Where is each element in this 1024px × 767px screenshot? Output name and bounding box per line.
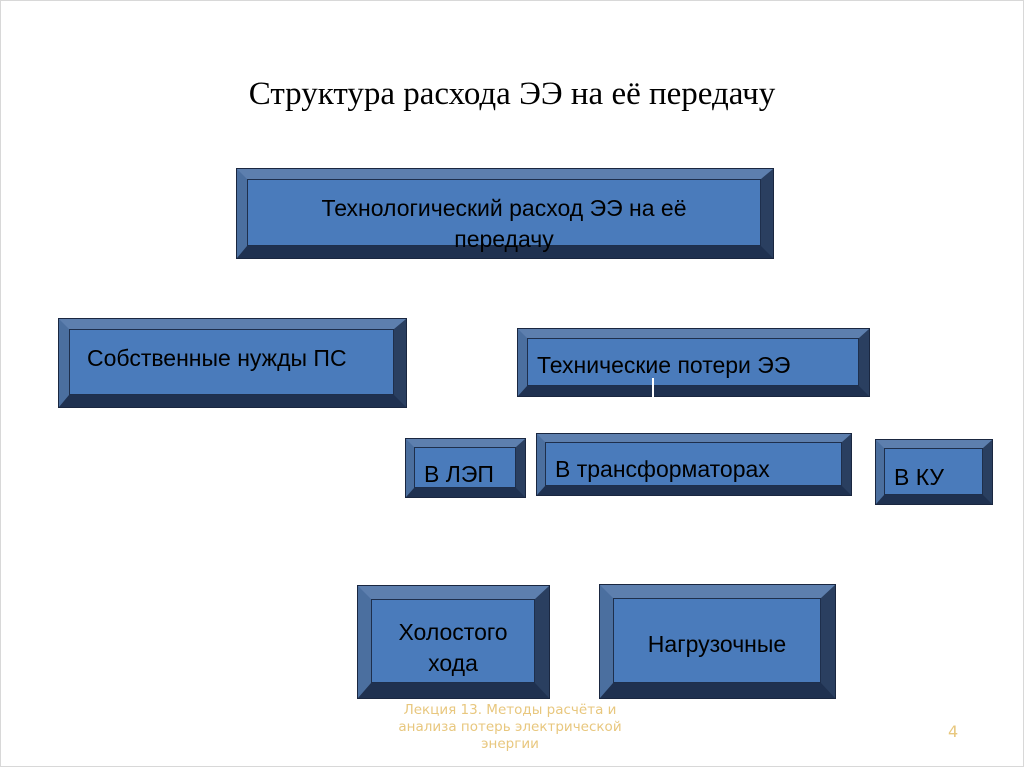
node-load: Нагрузочные	[599, 584, 836, 699]
node-own-needs-label: Собственные нужды ПС	[87, 345, 347, 371]
node-face	[414, 447, 516, 488]
node-technological-consumption: Технологический расход ЭЭ на её передачу	[236, 168, 774, 259]
node-load-label: Нагрузочные	[647, 631, 787, 657]
node-technological-line2: передачу	[454, 226, 554, 252]
node-technical-losses-label: Технические потери ЭЭ	[537, 352, 791, 378]
node-face	[613, 598, 821, 683]
connector-line	[652, 378, 654, 398]
slide-footer: Лекция 13. Методы расчёта и анализа поте…	[370, 702, 650, 753]
slide-title: Структура расхода ЭЭ на её передачу	[248, 76, 776, 112]
node-transformers-label: В трансформаторах	[555, 456, 770, 482]
node-face	[527, 338, 859, 386]
footer-line2: анализа потерь электрической	[398, 719, 622, 735]
footer-line3: энергии	[481, 736, 539, 752]
node-compensators: В КУ	[875, 439, 993, 505]
page-number: 4	[948, 722, 959, 741]
node-face	[545, 442, 842, 486]
node-compensators-label: В КУ	[894, 464, 944, 490]
footer-line1: Лекция 13. Методы расчёта и	[403, 702, 617, 718]
node-no-load-line1: Холостого	[398, 619, 508, 645]
node-face	[884, 448, 983, 495]
node-no-load-line2: хода	[428, 650, 478, 676]
node-own-needs: Собственные нужды ПС	[58, 318, 407, 408]
node-power-lines: В ЛЭП	[405, 438, 526, 498]
node-no-load: Холостого хода	[357, 585, 550, 699]
node-face	[69, 329, 394, 395]
node-technical-losses: Технические потери ЭЭ	[517, 328, 870, 397]
node-face	[371, 599, 535, 683]
node-technological-line1: Технологический расход ЭЭ на её	[321, 195, 687, 221]
node-face	[247, 179, 761, 246]
node-transformers: В трансформаторах	[536, 433, 852, 496]
node-power-lines-label: В ЛЭП	[424, 461, 494, 487]
